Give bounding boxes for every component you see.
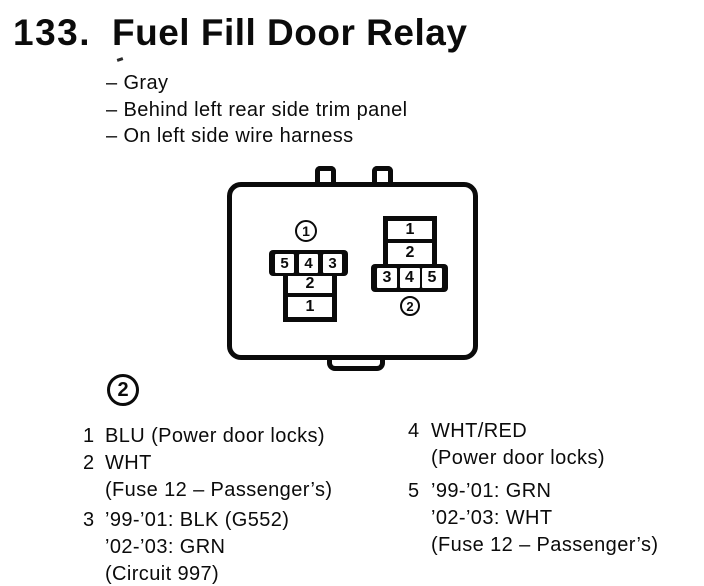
pin-entry-2: 2 WHT (Fuse 12 – Passenger’s) [83,450,332,504]
pin-list-connector-marker: 2 [107,374,139,406]
page-title: Fuel Fill Door Relay [112,12,468,53]
connector2-pin-4: 4 [399,268,420,288]
pin-entry-1: 1 BLU (Power door locks) [83,423,332,450]
mount-tab-top-left [315,166,336,186]
pin-line: (Power door locks) [431,447,605,469]
pin-number: 3 [83,509,95,531]
connector2-marker: 2 [400,296,420,316]
pin-number: 1 [83,425,95,447]
connector1-pin-3: 3 [323,253,342,273]
pin-line: (Circuit 997) [105,563,220,585]
pin-line: WHT/RED [431,420,528,442]
pin-line: WHT [105,452,152,474]
connector2-pin-2: 2 [405,244,415,261]
connector2-pin-5: 5 [422,268,442,288]
relay-notes: – Gray – Behind left rear side trim pane… [106,70,408,150]
connector1-pin-2: 2 [288,275,332,297]
pin-line: ’02-’03: WHT [431,507,553,529]
note-line: – On left side wire harness [106,125,354,147]
section-number: 133. [13,12,92,53]
pin-number: 5 [408,480,420,502]
connector2-stem: 1 2 [383,216,437,269]
pin-line: (Fuse 12 – Passenger’s) [105,479,333,501]
pin-line: ’99-’01: BLK (G552) [105,509,290,531]
connector2-pin-3: 3 [377,268,397,288]
connector2-pin-1: 1 [388,221,432,243]
connector2-pin-bar: 3 4 5 [371,264,448,292]
pin-line: (Fuse 12 – Passenger’s) [431,534,659,556]
pin-number: 4 [408,420,420,442]
connector1-pin-bar: 5 4 3 [269,250,348,276]
note-line: – Behind left rear side trim panel [106,98,408,121]
mount-tab-top-right [372,166,393,186]
scan-artifact-tick [116,57,124,62]
pin-column-right: 4 WHT/RED (Power door locks) 5 ’99-’01: … [408,418,658,559]
note-line: – Gray [106,72,169,94]
pin-line: ’99-’01: GRN [431,480,552,502]
connector1-stem: 2 1 [283,270,337,322]
relay-body-outline [227,182,478,360]
connector1-marker: 1 [295,220,317,242]
pin-entry-3: 3 ’99-’01: BLK (G552) ’02-’03: GRN (Circ… [83,507,332,586]
connector1-pin-1: 1 [305,298,315,315]
pin-column-left: 1 BLU (Power door locks) 2 WHT (Fuse 12 … [83,423,332,586]
pin-line: BLU (Power door locks) [105,425,325,447]
pin-entry-5: 5 ’99-’01: GRN ’02-’03: WHT (Fuse 12 – P… [408,478,658,559]
pin-entry-4: 4 WHT/RED (Power door locks) [408,418,658,472]
connector1-pin-4: 4 [299,253,318,273]
pin-line: ’02-’03: GRN [105,536,226,558]
connector1-pin-5: 5 [275,253,294,273]
pin-number: 2 [83,452,95,474]
